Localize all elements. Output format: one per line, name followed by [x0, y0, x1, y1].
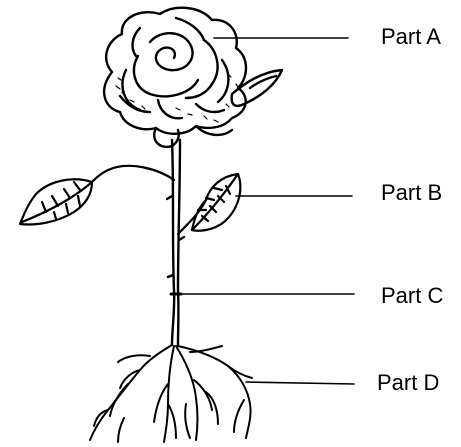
- label-part-c: Part C: [381, 285, 443, 307]
- label-part-a: Part A: [381, 26, 441, 48]
- label-part-d: Part D: [377, 372, 439, 394]
- label-part-b: Part B: [381, 182, 442, 204]
- leaf-right: [178, 174, 240, 234]
- petal-shading: [116, 74, 238, 122]
- leaf-left: [20, 166, 174, 225]
- leader-line-d: [246, 382, 354, 384]
- roots: [90, 345, 252, 442]
- rose-flower: [104, 8, 282, 147]
- stem: [167, 140, 184, 345]
